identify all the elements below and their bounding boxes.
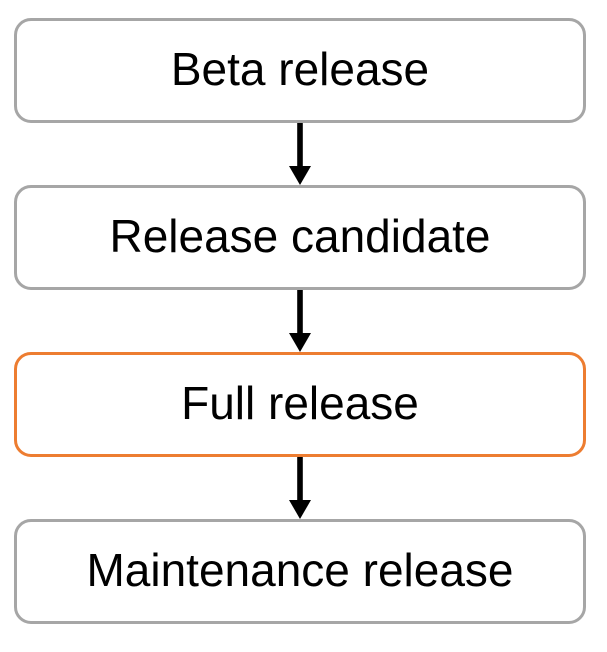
- node-full-release: Full release: [14, 352, 586, 457]
- node-release-candidate-label: Release candidate: [109, 209, 491, 262]
- down-arrow-icon: [289, 457, 311, 519]
- node-beta-release-label: Beta release: [170, 42, 430, 95]
- down-arrow-icon: [289, 123, 311, 185]
- node-full-release-label: Full release: [181, 376, 419, 429]
- node-beta-release: Beta release: [14, 18, 586, 123]
- node-maintenance-release-label: Maintenance release: [86, 543, 514, 596]
- down-arrow-icon: [289, 290, 311, 352]
- node-maintenance-release: Maintenance release: [14, 519, 586, 624]
- node-release-candidate: Release candidate: [14, 185, 586, 290]
- release-flow-diagram: Beta release Release candidate Full rele…: [14, 18, 586, 624]
